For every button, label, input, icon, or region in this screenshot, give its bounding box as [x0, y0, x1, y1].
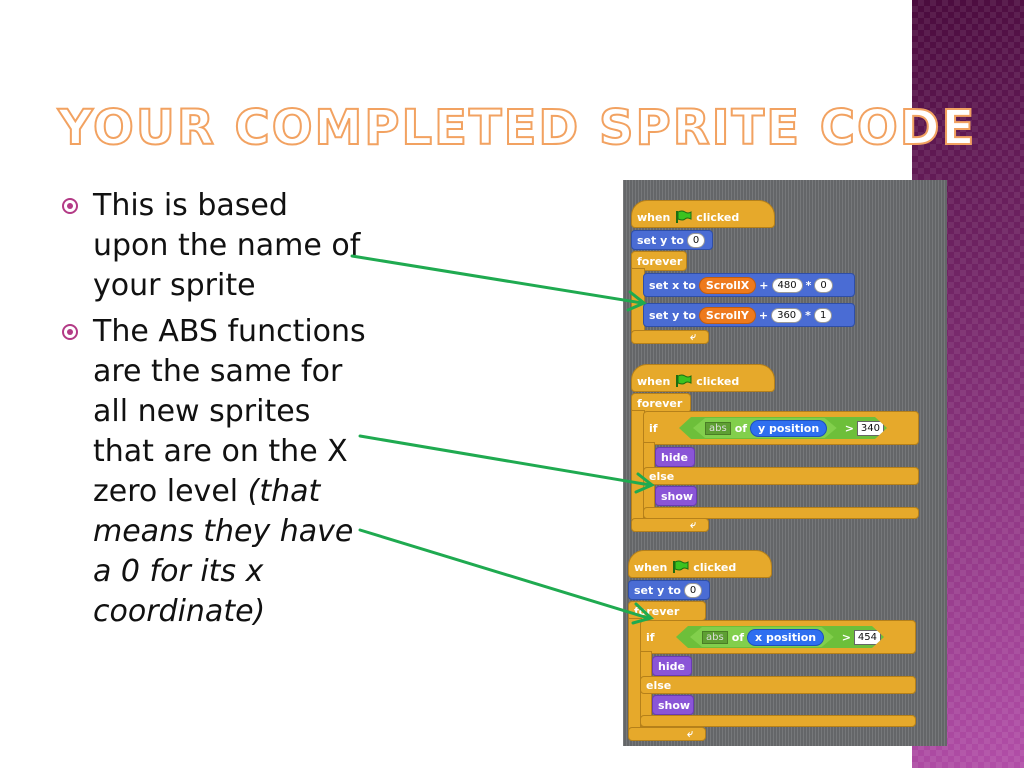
hat-suffix: clicked — [693, 560, 737, 574]
hat-label: when — [634, 560, 668, 574]
set-y-block[interactable]: set y to ScrollY + 360 * 1 — [643, 303, 855, 327]
abs-of-operator[interactable]: abs of x position — [690, 627, 834, 647]
x-position-reporter[interactable]: x position — [747, 629, 824, 646]
gt-symbol: > — [841, 630, 851, 644]
forever-block-bottom: ⤶ — [628, 727, 706, 741]
forever-block-top[interactable]: forever — [631, 251, 687, 271]
when-flag-clicked-hat[interactable]: when clicked — [628, 550, 772, 578]
times-operator: * — [805, 308, 811, 322]
plus-operator: + — [759, 278, 769, 292]
if-block-bottom — [643, 507, 919, 519]
else-bar[interactable]: else — [640, 676, 916, 694]
gt-symbol: > — [844, 421, 854, 435]
else-bar[interactable]: else — [643, 467, 919, 485]
block-label: hide — [658, 659, 685, 673]
y-position-reporter[interactable]: y position — [750, 420, 827, 437]
value-input[interactable]: 0 — [686, 232, 706, 248]
block-label: if — [646, 630, 655, 644]
when-flag-clicked-hat[interactable]: when clicked — [631, 200, 775, 228]
greater-than-operator[interactable]: abs of y position > 340 — [679, 417, 887, 439]
value-input[interactable]: 480 — [771, 277, 803, 293]
bullet-icon — [62, 324, 78, 340]
greater-than-operator[interactable]: abs of x position > 454 — [676, 626, 884, 648]
value-input[interactable]: 0 — [814, 277, 833, 293]
loop-arrow-icon: ⤶ — [690, 330, 697, 343]
of-label: of — [731, 630, 745, 644]
when-flag-clicked-hat[interactable]: when clicked — [631, 364, 775, 392]
bullet-icon — [62, 198, 78, 214]
scrollx-variable[interactable]: ScrollX — [698, 276, 757, 294]
bullet-italic-text: (that means they have a 0 for its x coor… — [93, 474, 354, 629]
times-operator: * — [805, 278, 812, 292]
abs-dropdown[interactable]: abs — [702, 631, 728, 644]
block-label: forever — [637, 254, 683, 268]
abs-dropdown[interactable]: abs — [705, 422, 731, 435]
bullet-text: This is based upon the name of your spri… — [93, 188, 361, 303]
block-label: set y to — [634, 583, 681, 597]
set-y-block[interactable]: set y to 0 — [628, 580, 710, 600]
value-input[interactable]: 0 — [683, 582, 703, 598]
bullet-list: This is based upon the name of your spri… — [62, 186, 372, 638]
of-label: of — [734, 421, 748, 435]
block-label: show — [658, 698, 691, 712]
annotation-arrow — [350, 254, 644, 305]
block-label: set y to — [649, 308, 696, 322]
bullet-item: This is based upon the name of your spri… — [62, 186, 372, 306]
slide-title: YOUR COMPLETED SPRITE CODE — [57, 99, 977, 157]
show-block[interactable]: show — [652, 695, 694, 715]
value-input[interactable]: 454 — [854, 630, 881, 645]
if-block-bottom — [640, 715, 916, 727]
block-label: else — [646, 678, 672, 692]
value-input[interactable]: 360 — [771, 307, 803, 323]
forever-block-top[interactable]: forever — [631, 393, 691, 413]
scrolly-variable[interactable]: ScrollY — [698, 306, 756, 324]
block-label: forever — [634, 604, 680, 618]
loop-arrow-icon: ⤶ — [687, 727, 694, 740]
hide-block[interactable]: hide — [655, 447, 695, 467]
scratch-script-area: when clicked set y to 0 forever set x to… — [623, 180, 947, 746]
set-y-block[interactable]: set y to 0 — [631, 230, 713, 250]
abs-of-operator[interactable]: abs of y position — [693, 418, 837, 438]
green-flag-icon — [676, 374, 692, 387]
block-label: show — [661, 489, 694, 503]
block-label: hide — [661, 450, 688, 464]
green-flag-icon — [673, 560, 689, 573]
forever-block-bottom: ⤶ — [631, 518, 709, 532]
block-label: else — [649, 469, 675, 483]
block-label: set y to — [637, 233, 684, 247]
forever-block-bottom: ⤶ — [631, 330, 709, 344]
annotation-arrow — [358, 434, 652, 487]
plus-operator: + — [758, 308, 769, 322]
value-input[interactable]: 340 — [857, 421, 884, 436]
loop-arrow-icon: ⤶ — [690, 518, 697, 531]
hide-block[interactable]: hide — [652, 656, 692, 676]
bullet-text: The ABS functions are the same for all n… — [93, 314, 366, 509]
green-flag-icon — [676, 210, 692, 223]
bullet-item: The ABS functions are the same for all n… — [62, 312, 372, 632]
show-block[interactable]: show — [655, 486, 697, 506]
block-label: if — [649, 421, 658, 435]
hat-label: when — [637, 210, 671, 224]
block-label: set x to — [649, 278, 696, 292]
set-x-block[interactable]: set x to ScrollX + 480 * 0 — [643, 273, 855, 297]
value-input[interactable]: 1 — [813, 307, 833, 323]
hat-suffix: clicked — [696, 210, 740, 224]
block-label: forever — [637, 396, 683, 410]
hat-label: when — [637, 374, 671, 388]
hat-suffix: clicked — [696, 374, 740, 388]
annotation-arrow — [358, 528, 650, 620]
